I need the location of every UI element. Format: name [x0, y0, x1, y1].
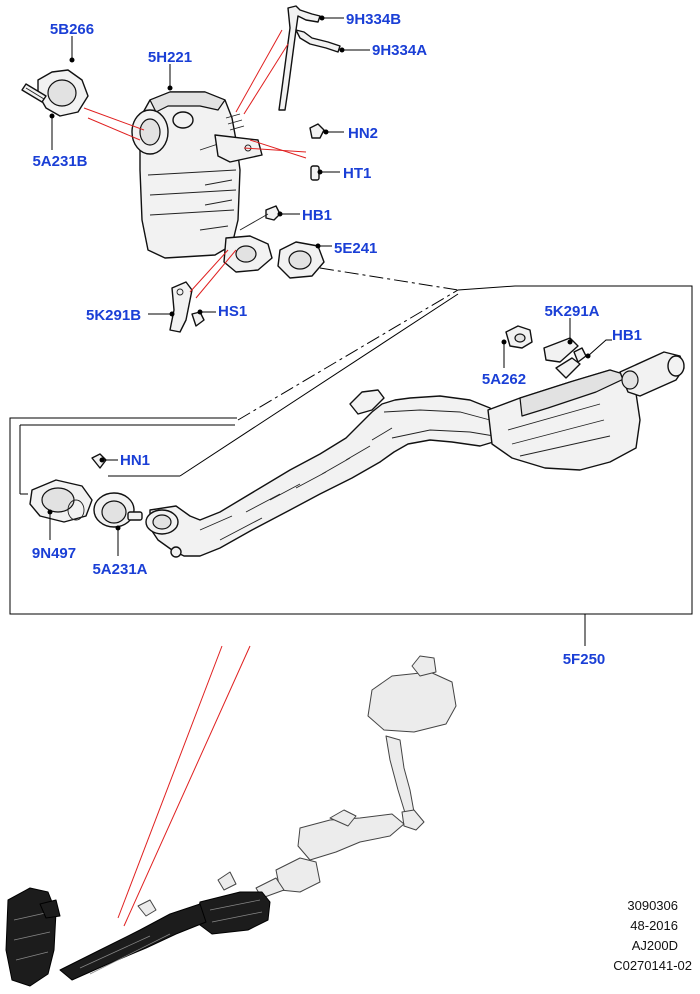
exhaust-pipe-assembly [145, 351, 685, 558]
callout-5e241: 5E241 [334, 240, 377, 257]
bracket-5k291b [169, 281, 205, 333]
sensor-pipe [235, 5, 341, 115]
reference-line-2: 48-2016 [630, 918, 678, 933]
callout-hs1: HS1 [218, 303, 247, 320]
callout-9n497: 9N497 [32, 545, 76, 562]
hanger-5a262 [505, 325, 533, 349]
reference-line-3: AJ200D [632, 938, 678, 953]
reference-block: 3090306 48-2016 AJ200D C0270141-02 [613, 898, 692, 973]
reference-line-1: 3090306 [627, 898, 678, 913]
red-leaders-top [83, 107, 307, 299]
bracket-5k291a [543, 337, 587, 363]
callout-9h334b: 9H334B [346, 11, 401, 28]
callout-5a231a: 5A231A [92, 561, 147, 578]
reference-line-4: C0270141-02 [613, 958, 692, 973]
callouts: 5B266 5H221 9H334B 9H334A HN2 HT1 5A231B… [32, 11, 642, 668]
callout-5k291a: 5K291A [544, 303, 599, 320]
gasket-5e241 [277, 241, 325, 279]
callout-hb1-right: HB1 [612, 327, 642, 344]
callout-hn2: HN2 [348, 125, 378, 142]
callout-5a262: 5A262 [482, 371, 526, 388]
callout-ht1: HT1 [343, 165, 371, 182]
callout-5b266: 5B266 [50, 21, 94, 38]
fasteners-top [239, 123, 325, 231]
callout-hn1: HN1 [120, 452, 150, 469]
callout-5f250: 5F250 [563, 651, 606, 668]
callout-5a231b: 5A231B [32, 153, 87, 170]
gasket-9n497 [29, 453, 107, 523]
clamp-5a231a [93, 492, 143, 528]
clamp-5b266 [21, 69, 89, 117]
callout-9h334a: 9H334A [372, 42, 427, 59]
assembly-frame [9, 267, 693, 646]
callout-hb1-top: HB1 [302, 207, 332, 224]
callout-5k291b: 5K291B [86, 307, 141, 324]
vehicle-overview [5, 645, 457, 987]
callout-5h221: 5H221 [148, 49, 192, 66]
catalytic-converter [131, 91, 273, 273]
